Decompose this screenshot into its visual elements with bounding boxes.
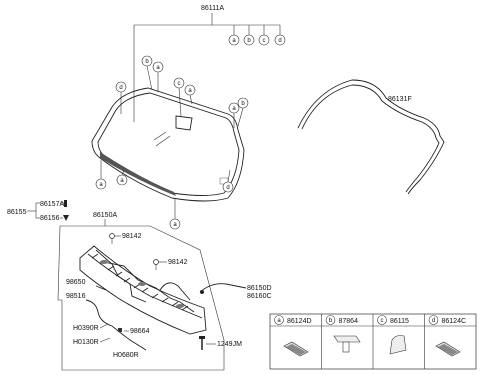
label-H0130R: H0130R: [73, 339, 99, 346]
leader-H0130R: [99, 337, 111, 343]
connector-98664-icon: [118, 328, 122, 332]
label-1249JM: 1249JM: [217, 341, 242, 348]
cover-86115-icon: [389, 335, 407, 355]
label-98664: 98664: [130, 328, 150, 335]
svg-text:87864: 87864: [339, 318, 359, 325]
svg-text:d: d: [432, 318, 435, 324]
svg-text:b: b: [329, 318, 333, 324]
washer-hose: [85, 285, 147, 351]
pad-86124D-icon: [283, 341, 309, 357]
label-H0680R: H0680R: [113, 352, 139, 359]
svg-text:d: d: [226, 185, 229, 191]
label-86131F: 86131F: [388, 96, 412, 103]
svg-text:d: d: [278, 38, 281, 44]
label-86157A: 86157A: [40, 201, 64, 208]
label-86150D: 86150D: [247, 285, 272, 292]
leader-86155: [27, 202, 64, 219]
bracket-87864-icon: [333, 335, 361, 353]
label-98142-1: 98142: [122, 233, 142, 240]
label-86160C: 86160C: [247, 293, 272, 300]
callout-c-windshield: c: [173, 77, 185, 117]
label-98650: 98650: [66, 279, 86, 286]
svg-text:a: a: [120, 178, 124, 184]
label-86150A: 86150A: [93, 212, 117, 219]
cowl-seal-icon: [199, 283, 247, 294]
svg-text:d: d: [119, 85, 122, 91]
windshield-glass: [91, 87, 245, 202]
callout-d-windshield-1: d: [115, 81, 127, 114]
bolt-1249JM-icon: [199, 336, 205, 350]
clip-98142-1-icon: [109, 233, 115, 244]
legend-item-d: d 86124C: [428, 315, 467, 357]
callout-a-windshield-6: a: [169, 198, 181, 230]
stud-86157A-icon: [64, 200, 67, 207]
svg-text:86124C: 86124C: [442, 318, 467, 325]
label-H0390R: H0390R: [73, 325, 99, 332]
svg-text:86124D: 86124D: [287, 318, 312, 325]
callout-b-windshield-1: b: [141, 55, 153, 91]
label-86111A: 86111A: [201, 5, 224, 12]
leader-86111A: [133, 13, 281, 122]
svg-text:c: c: [381, 318, 384, 324]
clip-98142-2-icon: [153, 259, 159, 270]
legend-table: [269, 313, 477, 370]
callout-a-windshield-4: a: [95, 160, 107, 190]
clip-86156-icon: [63, 215, 69, 221]
callout-d-windshield-2: d: [222, 169, 234, 193]
label-98142-2: 98142: [168, 259, 188, 266]
svg-text:a: a: [232, 106, 236, 112]
label-86155: 86155: [7, 209, 27, 216]
label-98516: 98516: [66, 293, 86, 300]
svg-text:86115: 86115: [390, 318, 409, 325]
callout-d-top: d: [274, 34, 286, 46]
svg-text:a: a: [188, 88, 192, 94]
callout-b-top: b: [243, 34, 255, 46]
callout-a-top: a: [228, 34, 240, 46]
cowl-panel: [79, 245, 207, 335]
pad-86124C-icon: [435, 341, 461, 357]
callout-c-top: c: [258, 34, 270, 46]
label-86156: 86156: [40, 215, 60, 222]
legend-item-c: c 86115: [377, 315, 409, 355]
cowl-assembly-box: [57, 225, 225, 371]
svg-text:c: c: [263, 38, 266, 44]
callout-a-windshield-5: a: [116, 169, 128, 186]
callout-a-windshield-2: a: [184, 84, 196, 105]
legend-item-b: b 87864: [325, 315, 361, 353]
svg-text:b: b: [247, 38, 251, 44]
glass-seal: [297, 79, 445, 195]
svg-text:a: a: [99, 182, 103, 188]
svg-text:c: c: [178, 81, 181, 87]
callout-a-windshield-3: a: [228, 102, 240, 128]
svg-text:b: b: [241, 101, 245, 107]
leader-H0390R: [99, 323, 109, 329]
svg-text:a: a: [156, 65, 160, 71]
callout-a-windshield-1: a: [152, 61, 164, 92]
svg-text:a: a: [277, 318, 281, 324]
legend-item-a: a 86124D: [274, 315, 312, 357]
svg-text:a: a: [173, 222, 177, 228]
svg-text:a: a: [232, 38, 236, 44]
callout-b-windshield-2: b: [237, 97, 249, 127]
svg-text:b: b: [145, 59, 149, 65]
